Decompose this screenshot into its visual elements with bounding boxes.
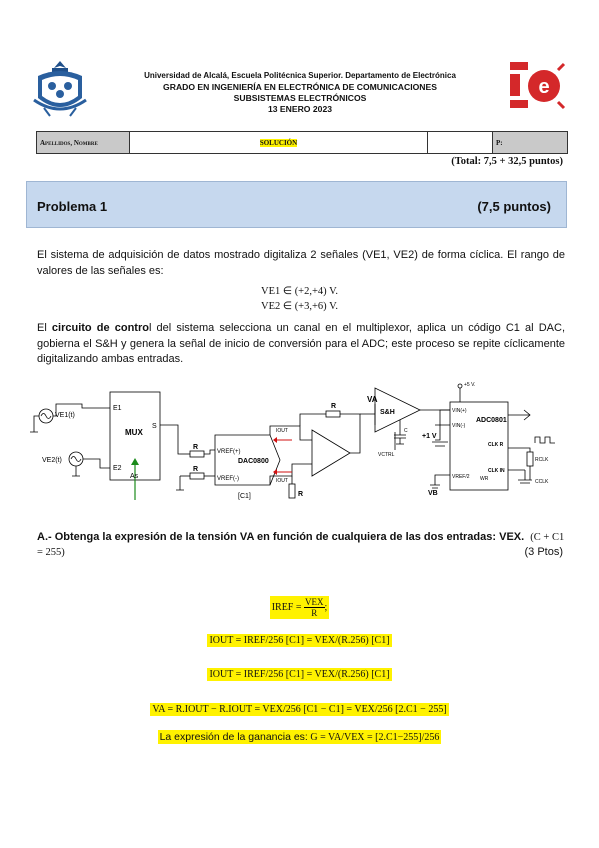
plus5-label: +5 V.	[464, 382, 475, 388]
c1-label: [C1]	[238, 493, 251, 500]
va-label: VA	[367, 395, 378, 404]
mux-label: MUX	[125, 428, 143, 437]
eq-gain: La expresión de la ganancia es: G = VA/V…	[0, 727, 599, 745]
e1-label: E1	[113, 405, 122, 412]
name-label: Apellidos, Nombre	[36, 131, 130, 154]
r-fb-label: R	[331, 403, 336, 410]
svg-text:e: e	[538, 76, 549, 98]
eq-va: VA = R.IOUT − R.IOUT = VEX/256 [C1 − C1]…	[0, 699, 599, 717]
vin-p-label: VIN(+)	[452, 408, 467, 414]
header-subject: SUBSISTEMAS ELECTRÓNICOS	[233, 93, 367, 103]
total-points: (Total: 7,5 + 32,5 puntos)	[451, 156, 563, 167]
intro-paragraph-2: El circuito de control del sistema selec…	[37, 321, 565, 368]
plus1v-label: +1 V	[422, 433, 437, 440]
p-label: P:	[492, 131, 568, 154]
problem-banner	[26, 181, 567, 228]
range-ve2: VE2 ∈ (+3,+6) V.	[261, 301, 338, 312]
sh-label: S&H	[380, 409, 395, 416]
vin-n-label: VIN(-)	[452, 423, 466, 429]
iout-bar-label: IOUT	[276, 478, 288, 484]
question-points: (3 Ptos)	[524, 546, 563, 558]
question-a: A.- Obtenga la expresión de la tensión V…	[37, 530, 565, 560]
problem-points: (7,5 puntos)	[477, 199, 551, 214]
clkin-label: CLK IN	[488, 468, 505, 474]
p2-rest: l del sistema selecciona un canal en el …	[37, 322, 566, 365]
rclk-label: RCLK	[535, 457, 549, 463]
ve2-label: VE2(t)	[42, 457, 62, 464]
university-logo	[33, 61, 87, 117]
header-university: Universidad de Alcalá, Escuela Politécni…	[144, 71, 456, 80]
iout-label: IOUT	[276, 428, 288, 434]
name-value-cell: SOLUCIÓN	[129, 131, 428, 154]
eq3: IOUT = IREF/256 [C1] = VEX/(R.256) [C1]	[207, 668, 392, 681]
vref-p-label: VREF(+)	[217, 449, 241, 455]
p2-start: El	[37, 322, 52, 334]
vb-label: VB	[428, 490, 438, 497]
circuit-diagram: VE1(t) VE2(t) MUX E1 E2 S As R R DAC0800…	[30, 382, 555, 500]
vctrl-label: VCTRL	[378, 452, 395, 458]
eq5: G = VA/VEX = [2.C1−255]/256	[310, 732, 440, 743]
eq2: IOUT = IREF/256 [C1] = VEX/(R.256) [C1]	[207, 634, 392, 647]
wr-label: WR	[480, 476, 489, 482]
eq4: VA = R.IOUT − R.IOUT = VEX/256 [C1 − C1]…	[150, 703, 449, 716]
problem-title: Problema 1	[37, 199, 108, 214]
r2-label: R	[193, 466, 198, 473]
dac-label: DAC0800	[238, 458, 269, 465]
empty-cell	[427, 131, 493, 154]
header-degree: GRADO EN INGENIERÍA EN ELECTRÓNICA DE CO…	[163, 82, 437, 92]
question-condition: (C + C1 = 255)	[37, 532, 565, 558]
r-gnd-label: R	[298, 491, 303, 498]
department-logo: e	[510, 62, 566, 110]
eq-iout-bar: IOUT = IREF/256 [C1] = VEX/(R.256) [C1]	[0, 664, 599, 682]
p2-bold: circuito de contro	[51, 322, 149, 334]
clkr-label: CLK R	[488, 442, 504, 448]
header-date: 13 ENERO 2023	[267, 104, 332, 114]
name-table: Apellidos, Nombre SOLUCIÓN P:	[36, 131, 568, 154]
s-label: S	[152, 423, 157, 430]
eq5-text: La expresión de la ganancia es:	[159, 731, 308, 743]
name-value: SOLUCIÓN	[259, 138, 298, 147]
intro-paragraph-1: El sistema de adquisición de datos mostr…	[37, 249, 565, 277]
cclk-label: CCLK	[535, 479, 549, 485]
c-label: C	[404, 428, 408, 434]
adc-label: ADC0801	[476, 417, 507, 424]
eq1-den: R	[311, 608, 318, 618]
as-label: As	[130, 473, 139, 480]
eq-iout: IOUT = IREF/256 [C1] = VEX/(R.256) [C1]	[0, 630, 599, 648]
vref2-label: VREF/2	[452, 474, 470, 480]
vref-n-label: VREF(-)	[217, 476, 239, 482]
e2-label: E2	[113, 465, 122, 472]
question-text: A.- Obtenga la expresión de la tensión V…	[37, 531, 525, 543]
eq1-num: VEX	[304, 597, 325, 608]
eq1-lhs: IREF =	[271, 601, 302, 613]
ve1-label: VE1(t)	[55, 412, 75, 419]
r1-label: R	[193, 444, 198, 451]
range-ve1: VE1 ∈ (+2,+4) V.	[261, 286, 338, 297]
